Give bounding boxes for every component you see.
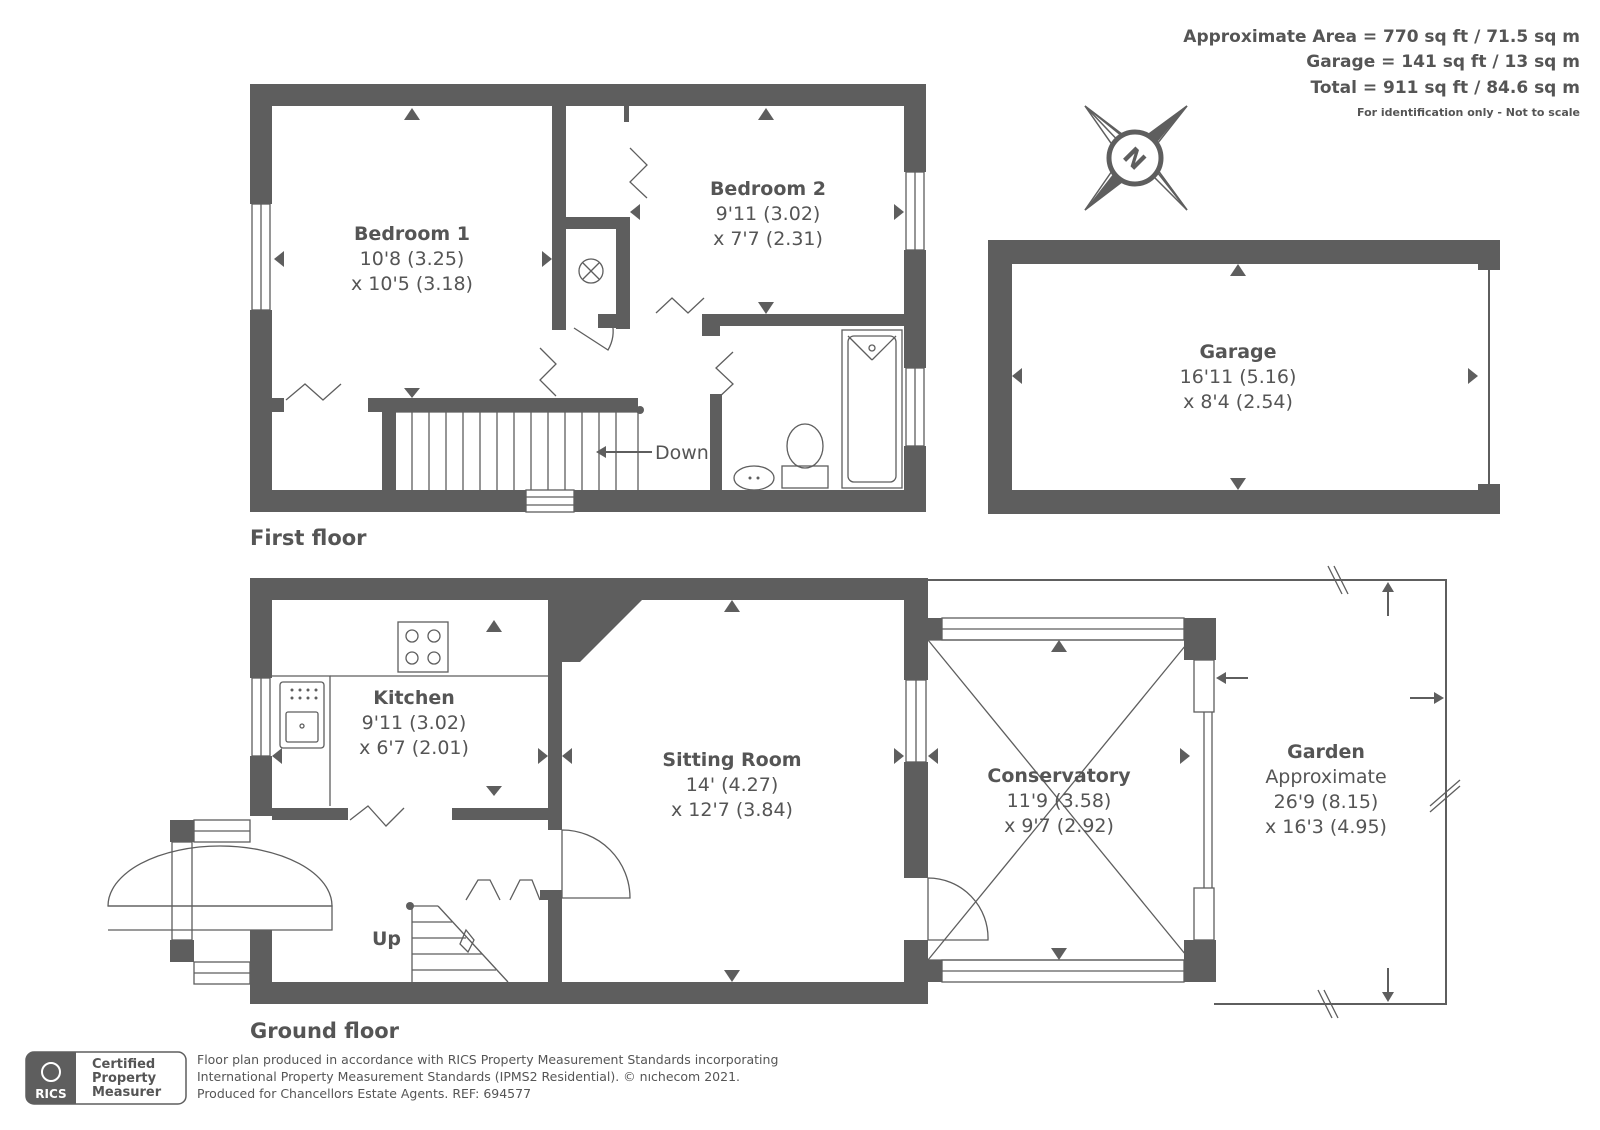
room-dim: x 9'7 (2.92) [1004, 815, 1114, 837]
room-dim: 16'11 (5.16) [1180, 366, 1297, 388]
room-name: Garage [1199, 341, 1276, 363]
rics-lion-icon [41, 1062, 61, 1082]
first-floor: Down Bedroom 1 10' [250, 84, 926, 550]
room-dim: 9'11 (3.02) [362, 712, 467, 734]
room-dim: Approximate [1265, 766, 1386, 788]
room-dim: x 8'4 (2.54) [1183, 391, 1293, 413]
room-bedroom-2: Bedroom 2 9'11 (3.02) x 7'7 (2.31) [710, 178, 826, 250]
room-sitting-room: Sitting Room 14' (4.27) x 12'7 (3.84) [662, 749, 801, 821]
down-label: Down [655, 442, 709, 464]
room-dim: x 12'7 (3.84) [671, 799, 793, 821]
room-name: Conservatory [987, 765, 1131, 787]
badge-line: Certified [92, 1057, 155, 1072]
ground-floor: Up Kitchen 9'11 (3.02) x 6'7 (2.01) Sitt… [107, 578, 928, 1043]
area-approximate: Approximate Area = 770 sq ft / 71.5 sq m [1183, 27, 1580, 47]
room-dim: 10'8 (3.25) [360, 248, 465, 270]
badge-org: RICS [35, 1087, 66, 1101]
up-label: Up [372, 928, 401, 950]
room-name: Garden [1287, 741, 1365, 763]
garage: Garage 16'11 (5.16) x 8'4 (2.54) [988, 240, 1500, 514]
garden: Garden Approximate 26'9 (8.15) x 16'3 (4… [928, 565, 1461, 1019]
badge-line: Measurer [92, 1085, 162, 1100]
ground-floor-stairs: Up [372, 902, 509, 983]
room-dim: 9'11 (3.02) [716, 203, 821, 225]
footer-text: Floor plan produced in accordance with R… [197, 1052, 778, 1101]
room-name: Kitchen [373, 687, 455, 709]
compass-north-icon: N [1084, 105, 1188, 211]
room-dim: 11'9 (3.58) [1007, 790, 1112, 812]
floor-label-first: First floor [250, 526, 367, 550]
conservatory: Conservatory 11'9 (3.58) x 9'7 (2.92) [927, 617, 1216, 983]
area-note: For identification only - Not to scale [1357, 106, 1580, 119]
footer-line: Floor plan produced in accordance with R… [197, 1052, 778, 1067]
room-name: Bedroom 1 [354, 223, 470, 245]
room-dim: 14' (4.27) [686, 774, 779, 796]
footer-line: Produced for Chancellors Estate Agents. … [197, 1086, 531, 1101]
footer-line: International Property Measurement Stand… [197, 1069, 740, 1084]
room-kitchen: Kitchen 9'11 (3.02) x 6'7 (2.01) [359, 687, 469, 759]
room-name: Bedroom 2 [710, 178, 826, 200]
area-summary: Approximate Area = 770 sq ft / 71.5 sq m… [1183, 27, 1580, 119]
area-garage: Garage = 141 sq ft / 13 sq m [1306, 52, 1580, 72]
room-dim: x 6'7 (2.01) [359, 737, 469, 759]
first-floor-stairs: Down [396, 406, 709, 490]
area-total: Total = 911 sq ft / 84.6 sq m [1311, 78, 1581, 98]
badge-line: Property [92, 1071, 157, 1086]
rics-badge: RICS Certified Property Measurer [25, 1051, 187, 1105]
room-dim: x 16'3 (4.95) [1265, 816, 1387, 838]
room-name: Sitting Room [662, 749, 801, 771]
room-dim: x 7'7 (2.31) [713, 228, 823, 250]
room-dim: x 10'5 (3.18) [351, 273, 473, 295]
room-dim: 26'9 (8.15) [1274, 791, 1379, 813]
floor-label-ground: Ground floor [250, 1019, 400, 1043]
room-bedroom-1: Bedroom 1 10'8 (3.25) x 10'5 (3.18) [351, 223, 473, 295]
